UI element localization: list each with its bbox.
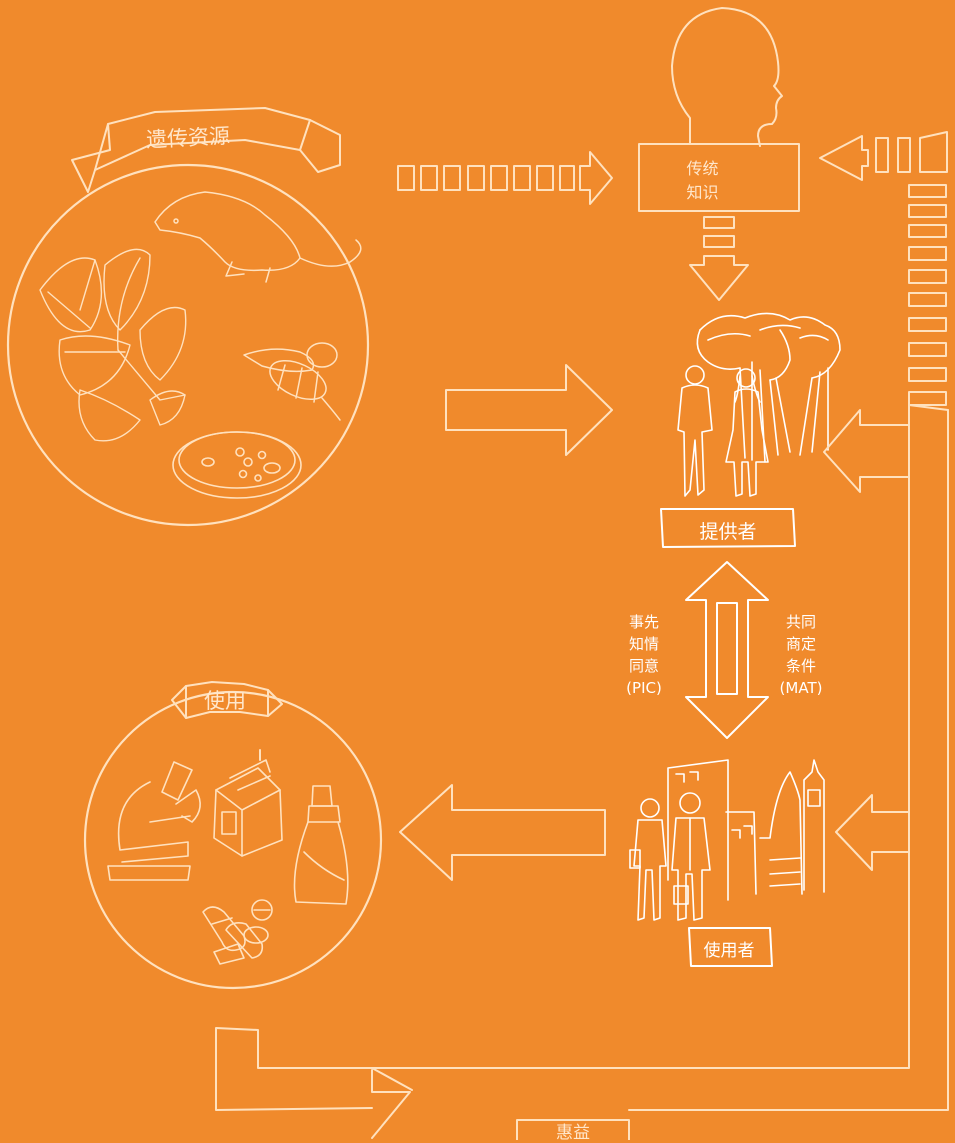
- pic-line-3: 同意: [618, 655, 670, 677]
- pills-icon: [203, 900, 272, 964]
- petri-dish-icon: [173, 432, 301, 498]
- head-icon: [672, 8, 782, 146]
- spray-bottle-icon: [295, 786, 348, 904]
- people-icon: [678, 366, 768, 496]
- arrow-user-to-utilization: [400, 785, 605, 880]
- bee-icon: [244, 343, 340, 420]
- dashed-return-to-knowledge: [820, 132, 947, 405]
- arrow-resources-to-provider: [446, 365, 612, 455]
- microscope-icon: [108, 762, 200, 880]
- pic-line-4: (PIC): [618, 677, 670, 699]
- utilization-circle: [85, 692, 381, 988]
- traditional-knowledge-line-2: 知识: [655, 181, 750, 205]
- user-label: 使用者: [689, 936, 769, 961]
- leaf-icon: [40, 249, 186, 440]
- pic-line-1: 事先: [618, 611, 670, 633]
- arrow-loop-to-user: [836, 795, 909, 870]
- mat-line-1: 共同: [768, 611, 834, 633]
- provider-label: 提供者: [663, 517, 793, 544]
- rat-icon: [155, 192, 361, 282]
- milk-carton-icon: [214, 760, 282, 856]
- pic-line-2: 知情: [618, 633, 670, 655]
- trees-icon: [697, 313, 840, 462]
- mat-line-3: 条件: [768, 655, 834, 677]
- traditional-knowledge-label: 传统 知识: [655, 157, 750, 205]
- business-people-icon: [630, 793, 710, 920]
- double-arrow-pic-mat: [686, 562, 768, 738]
- benefit-return-loop: [216, 405, 948, 1138]
- utilization-label: 使用: [180, 685, 270, 715]
- mat-line-2: 商定: [768, 633, 834, 655]
- pic-label: 事先 知情 同意 (PIC): [618, 611, 670, 699]
- mat-line-4: (MAT): [768, 677, 834, 699]
- traditional-knowledge-line-1: 传统: [655, 157, 750, 181]
- mat-label: 共同 商定 条件 (MAT): [768, 611, 834, 699]
- benefits-label: 惠益: [517, 1124, 629, 1142]
- dashed-arrow-to-knowledge: [398, 152, 612, 204]
- arrow-loop-to-provider: [824, 410, 909, 492]
- dashed-arrow-down: [690, 217, 748, 300]
- city-buildings-icon: [668, 760, 824, 900]
